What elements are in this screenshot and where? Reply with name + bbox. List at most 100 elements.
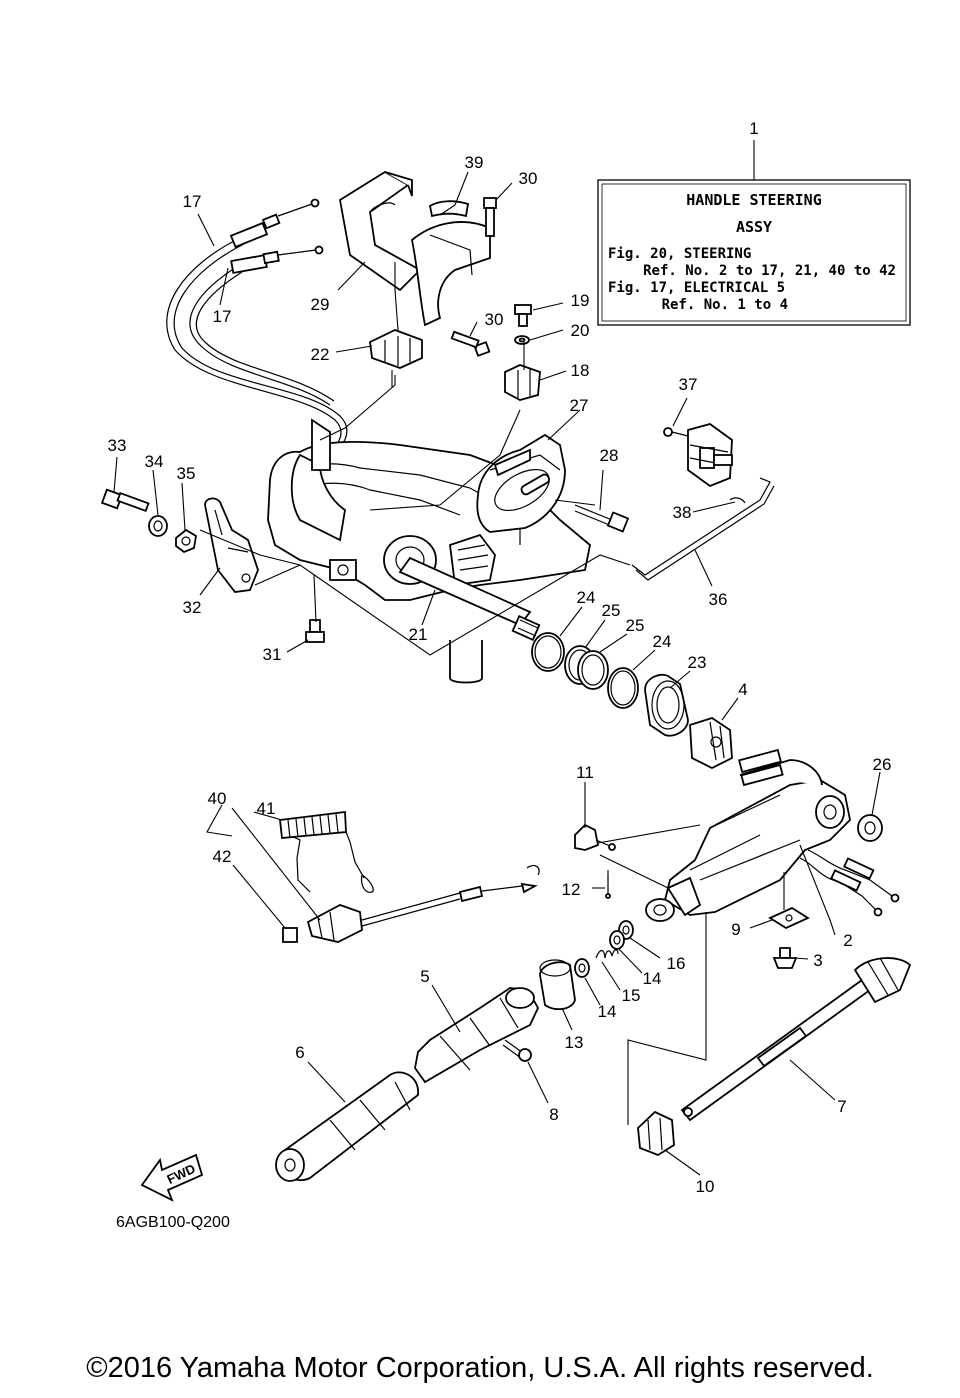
callout-23: 23 xyxy=(688,653,707,672)
callout-9: 9 xyxy=(731,920,740,939)
washer-14-right xyxy=(609,930,625,950)
callout-34: 34 xyxy=(145,452,164,471)
info-box-title-line2: ASSY xyxy=(736,218,772,236)
callout-20: 20 xyxy=(571,321,590,340)
bolt-28 xyxy=(574,504,630,533)
grip-6 xyxy=(275,1071,419,1182)
callout-19: 19 xyxy=(571,291,590,310)
bushing-13 xyxy=(539,959,576,1011)
lanyard-41 xyxy=(279,810,374,893)
callout-14-left: 14 xyxy=(598,1002,617,1021)
callout-7: 7 xyxy=(837,1097,846,1116)
steering-shaft-21 xyxy=(398,556,541,641)
collar-34 xyxy=(148,515,168,537)
assembly-lines xyxy=(199,262,785,1125)
callouts: 1 2 3 4 5 6 7 8 9 10 11 12 13 14 14 15 1… xyxy=(108,119,892,1196)
info-box-title-line1: HANDLE STEERING xyxy=(686,191,821,209)
clip-38 xyxy=(729,497,746,504)
callout-40: 40 xyxy=(208,789,227,808)
callout-38: 38 xyxy=(673,503,692,522)
callout-31: 31 xyxy=(263,645,282,664)
callout-8: 8 xyxy=(549,1105,558,1124)
callout-10: 10 xyxy=(696,1177,715,1196)
callout-36: 36 xyxy=(709,590,728,609)
info-box-line3: Fig. 17, ELECTRICAL 5 xyxy=(608,280,785,296)
cover-27 xyxy=(476,433,566,533)
callout-24-right: 24 xyxy=(653,632,672,651)
bushing-4 xyxy=(689,717,733,770)
stop-switch-40 xyxy=(306,864,540,943)
tiller-bracket-2 xyxy=(645,748,851,922)
plate-9 xyxy=(768,906,810,930)
callout-30-lower: 30 xyxy=(485,310,504,329)
callout-17-bottom: 17 xyxy=(213,307,232,326)
rod-36 xyxy=(631,477,775,581)
callout-42: 42 xyxy=(213,847,232,866)
callout-32: 32 xyxy=(183,598,202,617)
callout-29: 29 xyxy=(311,295,330,314)
bushing-23 xyxy=(644,673,689,737)
friction-knob-11 xyxy=(574,823,616,851)
callout-24-left: 24 xyxy=(577,588,596,607)
callout-16: 16 xyxy=(667,954,686,973)
callout-25-left: 25 xyxy=(602,601,621,620)
screw-3 xyxy=(772,947,798,969)
washer-25-right xyxy=(577,650,609,690)
shaft-7 xyxy=(680,957,912,1122)
bolt-19 xyxy=(514,304,532,327)
callout-35: 35 xyxy=(177,464,196,483)
spring-15 xyxy=(595,949,619,959)
screw-31 xyxy=(305,619,325,643)
callout-15: 15 xyxy=(622,986,641,1005)
callout-11: 11 xyxy=(576,763,594,782)
callout-3: 3 xyxy=(813,951,822,970)
lever-32 xyxy=(204,497,259,593)
callout-1: 1 xyxy=(749,119,758,138)
callout-25-right: 25 xyxy=(626,616,645,635)
o-ring-24-right xyxy=(607,667,639,709)
collar-26 xyxy=(857,814,883,842)
callout-27: 27 xyxy=(570,396,589,415)
callout-37: 37 xyxy=(679,375,698,394)
copyright-notice: ©2016 Yamaha Motor Corporation, U.S.A. A… xyxy=(86,1352,874,1384)
callout-26: 26 xyxy=(873,755,892,774)
o-ring-24-left xyxy=(531,632,565,672)
screw-8 xyxy=(502,1039,532,1062)
info-box-line4: Ref. No. 1 to 4 xyxy=(662,297,788,313)
info-box: HANDLE STEERING ASSY Fig. 20, STEERING R… xyxy=(597,140,911,326)
info-box-line1: Fig. 20, STEERING xyxy=(608,246,751,262)
bolt-30-top xyxy=(483,197,497,237)
diagram-code: 6AGB100-Q200 xyxy=(116,1214,230,1231)
clip-10 xyxy=(637,1110,675,1157)
washer-35 xyxy=(175,528,197,554)
bolt-30-lower xyxy=(450,330,491,357)
callout-28: 28 xyxy=(600,446,619,465)
bracket-29 xyxy=(339,170,491,327)
callout-4: 4 xyxy=(738,680,747,699)
callout-39: 39 xyxy=(465,153,484,172)
clip-22 xyxy=(369,329,423,369)
washer-20 xyxy=(514,335,530,345)
callout-13: 13 xyxy=(565,1033,584,1052)
info-box-line2: Ref. No. 2 to 17, 21, 40 to 42 xyxy=(643,263,896,279)
holder-18 xyxy=(504,364,541,401)
cables-to-tiller xyxy=(799,849,900,917)
callout-12: 12 xyxy=(562,880,581,899)
callout-2: 2 xyxy=(843,931,852,950)
fwd-arrow-icon: FWD xyxy=(140,1153,204,1202)
callout-41: 41 xyxy=(257,799,276,818)
leader-lines xyxy=(113,171,881,1176)
callout-14-right: 14 xyxy=(643,969,662,988)
bolt-33 xyxy=(100,488,150,513)
callout-5: 5 xyxy=(420,967,429,986)
callout-21: 21 xyxy=(409,625,428,644)
pin-12 xyxy=(605,876,611,899)
callout-22: 22 xyxy=(311,345,330,364)
washer-14-left xyxy=(574,958,590,978)
cap-42 xyxy=(282,927,298,943)
callout-18: 18 xyxy=(571,361,590,380)
callout-17-top: 17 xyxy=(183,192,202,211)
callout-33: 33 xyxy=(108,436,127,455)
callout-6: 6 xyxy=(295,1043,304,1062)
